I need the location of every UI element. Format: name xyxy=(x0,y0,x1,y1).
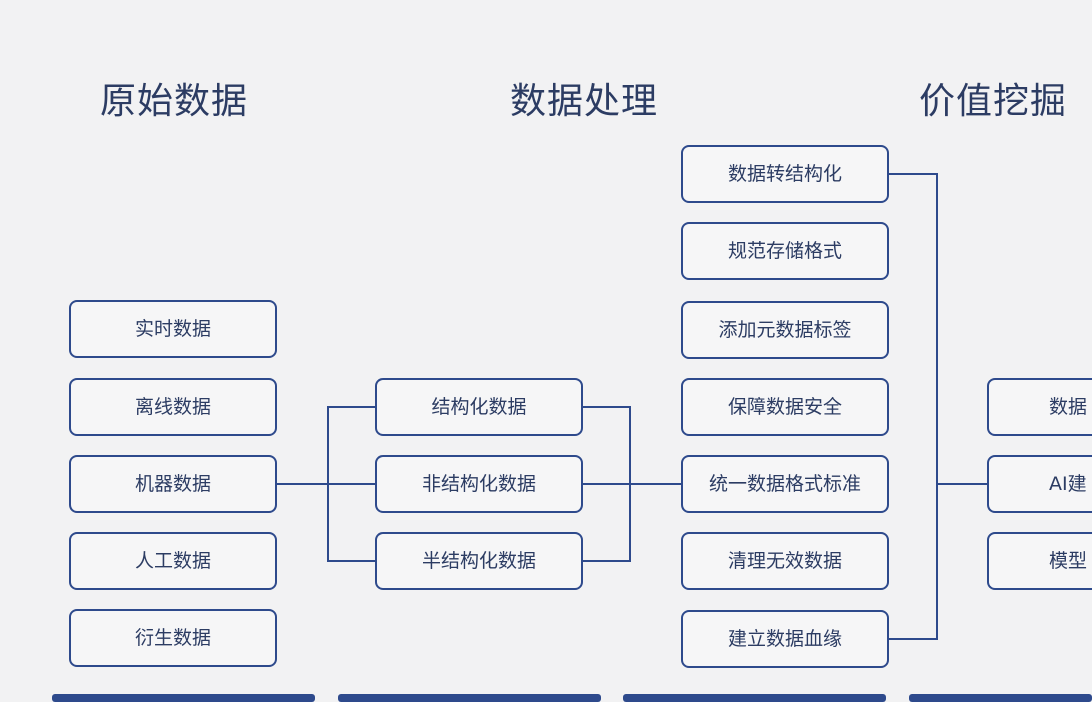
data-type-label: 非结构化数据 xyxy=(421,473,536,495)
processing-box-clean-invalid: 清理无效数据 xyxy=(681,532,889,590)
bottom-bar xyxy=(909,694,1092,702)
raw-data-label: 机器数据 xyxy=(134,473,211,495)
raw-data-box-realtime: 实时数据 xyxy=(69,300,277,358)
connector-processing-bracket xyxy=(889,173,938,640)
bottom-bar xyxy=(52,694,315,702)
processing-label: 数据转结构化 xyxy=(727,163,842,185)
heading-value-mining: 价值挖掘 xyxy=(919,81,1068,122)
processing-label: 建立数据血缘 xyxy=(727,628,842,650)
raw-data-label: 衍生数据 xyxy=(134,627,211,649)
raw-data-box-derived: 衍生数据 xyxy=(69,609,277,667)
value-label: 数据 xyxy=(1049,396,1088,418)
raw-data-label: 人工数据 xyxy=(134,550,211,572)
raw-data-box-machine: 机器数据 xyxy=(69,455,277,513)
processing-box-metadata-tags: 添加元数据标签 xyxy=(681,301,889,359)
value-label: 模型 xyxy=(1049,550,1088,572)
processing-label: 清理无效数据 xyxy=(727,550,842,572)
bottom-bar xyxy=(623,694,886,702)
processing-label: 规范存储格式 xyxy=(727,240,842,262)
value-box-model: 模型 xyxy=(987,532,1092,590)
processing-label: 统一数据格式标准 xyxy=(708,473,861,495)
heading-raw-data: 原始数据 xyxy=(100,81,249,122)
data-type-box-semistructured: 半结构化数据 xyxy=(375,532,583,590)
data-type-box-unstructured: 非结构化数据 xyxy=(375,455,583,513)
processing-box-structuring: 数据转结构化 xyxy=(681,145,889,203)
processing-box-data-security: 保障数据安全 xyxy=(681,378,889,436)
heading-data-processing: 数据处理 xyxy=(510,81,659,122)
raw-data-label: 实时数据 xyxy=(134,318,211,340)
value-box-ai: AI建 xyxy=(987,455,1092,513)
processing-box-storage-format: 规范存储格式 xyxy=(681,222,889,280)
data-type-label: 结构化数据 xyxy=(431,396,527,418)
raw-data-box-offline: 离线数据 xyxy=(69,378,277,436)
raw-data-label: 离线数据 xyxy=(134,396,211,418)
bottom-bar xyxy=(338,694,601,702)
processing-label: 添加元数据标签 xyxy=(718,319,852,341)
value-label: AI建 xyxy=(1049,473,1087,495)
data-type-label: 半结构化数据 xyxy=(421,550,536,572)
processing-box-unified-format: 统一数据格式标准 xyxy=(681,455,889,513)
processing-box-data-lineage: 建立数据血缘 xyxy=(681,610,889,668)
data-type-box-structured: 结构化数据 xyxy=(375,378,583,436)
raw-data-box-manual: 人工数据 xyxy=(69,532,277,590)
value-box-data: 数据 xyxy=(987,378,1092,436)
processing-label: 保障数据安全 xyxy=(727,396,842,418)
